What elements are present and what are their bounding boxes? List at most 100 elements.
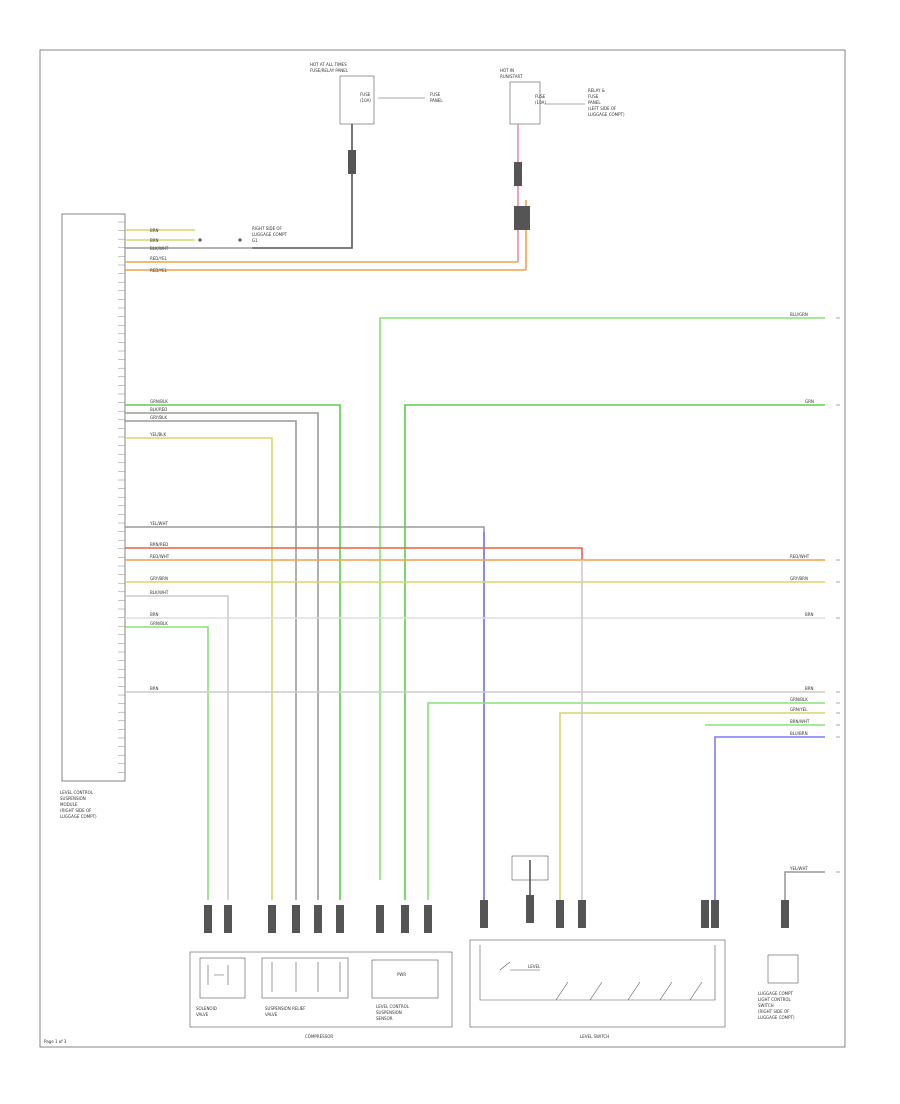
relief-valve-symbol [271, 962, 341, 992]
fuse-block-box [339, 75, 375, 125]
wire-blk-red [125, 412, 319, 900]
module-label-line4: (RIGHT SIDE OF [60, 808, 92, 813]
wire-blu-grn [379, 317, 825, 880]
connector [401, 905, 409, 933]
solenoid-valve-label-line2: VALVE [196, 1012, 209, 1017]
connector [204, 905, 212, 933]
left-wire-label: GRY/BLK [150, 415, 167, 420]
luggage-switch-label-line5: LUGGAGE COMPT) [758, 1015, 795, 1020]
luggage-switch-label-line4: (RIGHT SIDE OF [758, 1009, 790, 1014]
panel-label-line4: (LEFT SIDE OF [588, 106, 617, 111]
level-switch-group-label: LEVEL SWITCH [580, 1034, 609, 1039]
right-wire-label: GRN/BLK [790, 697, 808, 702]
relief-valve-label-line1: SUSPENSION RELIEF [265, 1006, 306, 1011]
right-wire-label: BRN [805, 686, 814, 691]
level-switch-group-box [469, 939, 726, 1028]
left-wire-labels: BRN BRN BLK/WHT RED/YEL RED/YEL GRN/BLK … [149, 228, 170, 691]
wire-grn-blk-3 [427, 702, 825, 900]
ground-label-line2: LUGGAGE COMPT [252, 232, 288, 237]
relief-valve-label-line2: VALVE [265, 1012, 278, 1017]
ground-dot-2 [238, 238, 242, 242]
fuse-label-line2: (10A) [360, 98, 371, 103]
module-label-line1: LEVEL CONTROL [60, 790, 94, 795]
right-wire-label: GRY/BRN [790, 576, 808, 581]
right-wire-label: RED/WHT [790, 554, 810, 559]
fuse-block-header-line1: HOT AT ALL TIMES [310, 62, 347, 67]
connector-run-feed [514, 162, 522, 186]
fuse-panel-label-line2: PANEL [430, 98, 443, 103]
wire-grn-blk-1 [125, 404, 341, 900]
relief-valve-box [261, 957, 349, 999]
fuse-block-hot-at-all-times: HOT AT ALL TIMES FUSE/RELAY PANEL FUSE (… [310, 62, 443, 125]
left-wire-label: YEL/BLK [149, 432, 167, 437]
module-pin-ticks [118, 221, 125, 773]
wire-blk-wht-2 [125, 595, 229, 900]
panel-label-line2: FUSE [588, 94, 599, 99]
connector-run-feed-2 [514, 206, 522, 230]
wire-blu-brn [714, 736, 825, 900]
fuse-block-header-line2: FUSE/RELAY PANEL [310, 68, 349, 73]
solenoid-valve-symbol [207, 965, 229, 985]
connector [292, 905, 300, 933]
luggage-switch-label-line3: SWITCH [758, 1003, 774, 1008]
connector [424, 905, 432, 933]
diagram-border [39, 49, 846, 1048]
wire-brn-red [125, 547, 583, 560]
connector-fuse-feed [348, 150, 356, 174]
fuse-block-header-line1: HOT IN [500, 68, 514, 73]
module-label-line3: MODULE [60, 802, 78, 807]
fuse-block-header-line2: RUN/START [500, 74, 523, 79]
left-wire-label: BRN/RED [150, 542, 168, 547]
solenoid-valve-box [199, 957, 246, 999]
right-wire-labels: BLU/GRN GRN RED/WHT GRY/BRN BRN BRN GRN/… [789, 312, 814, 871]
fuse-panel-label-line1: FUSE [430, 92, 441, 97]
right-wire-label: GRN [805, 399, 814, 404]
ground-point: RIGHT SIDE OF LUGGAGE COMPT G1 [198, 226, 288, 243]
connector [480, 900, 488, 928]
compressor-group-label: COMPRESSOR [305, 1034, 333, 1039]
level-sensor-label-line2: SUSPENSION [376, 1010, 402, 1015]
left-wire-label: BRN [150, 238, 159, 243]
left-wire-label: GRN/BLK [150, 399, 168, 404]
continuation-stubs [836, 317, 840, 873]
right-wire-label: BRN/WHT [790, 719, 810, 724]
left-wire-label: BLK/WHT [150, 246, 169, 251]
connector [711, 900, 719, 928]
ground-box [511, 855, 549, 881]
left-wire-label: RED/YEL [150, 268, 168, 273]
left-wire-label: BLK/WHT [150, 590, 169, 595]
connector [224, 905, 232, 933]
connector [336, 905, 344, 933]
luggage-switch-box [767, 954, 799, 984]
wire-grn-blk-2 [125, 626, 209, 900]
panel-label-line1: RELAY & [588, 88, 605, 93]
left-wire-label: BRN [150, 228, 159, 233]
wire-gry-blk [125, 420, 297, 900]
luggage-switch-label-line2: LIGHT CONTROL [758, 997, 792, 1002]
left-wire-label: GRY/BRN [150, 576, 168, 581]
ground-symbol-switch [511, 855, 549, 895]
panel-label-line3: PANEL [588, 100, 601, 105]
fuse-block-hot-in-run: HOT IN RUN/START FUSE (10A) RELAY & FUSE… [500, 68, 625, 125]
right-wire-label: BRN [805, 612, 814, 617]
left-wire-label: YEL/WHT [149, 521, 169, 526]
level-sensor-pwr: PWR [397, 972, 406, 977]
connector [376, 905, 384, 933]
connector [314, 905, 322, 933]
solenoid-valve-label-line1: SOLENOID [196, 1006, 217, 1011]
connector [556, 900, 564, 928]
right-wire-label: BLU/BRN [790, 731, 808, 736]
compressor-group-box [189, 951, 453, 1028]
level-switch-circuit [479, 945, 716, 1001]
left-wire-label: BRN [150, 686, 159, 691]
wire-grn-yel [559, 712, 825, 900]
module-label-line5: LUGGAGE COMPT) [60, 814, 97, 819]
left-wire-label: BLK/RED [150, 407, 167, 412]
ground-dot [198, 238, 202, 242]
wire-gry-1 [125, 526, 485, 900]
ground-label-line3: G1 [252, 238, 258, 243]
page-continuation-markers [836, 317, 840, 873]
connector [578, 900, 586, 928]
